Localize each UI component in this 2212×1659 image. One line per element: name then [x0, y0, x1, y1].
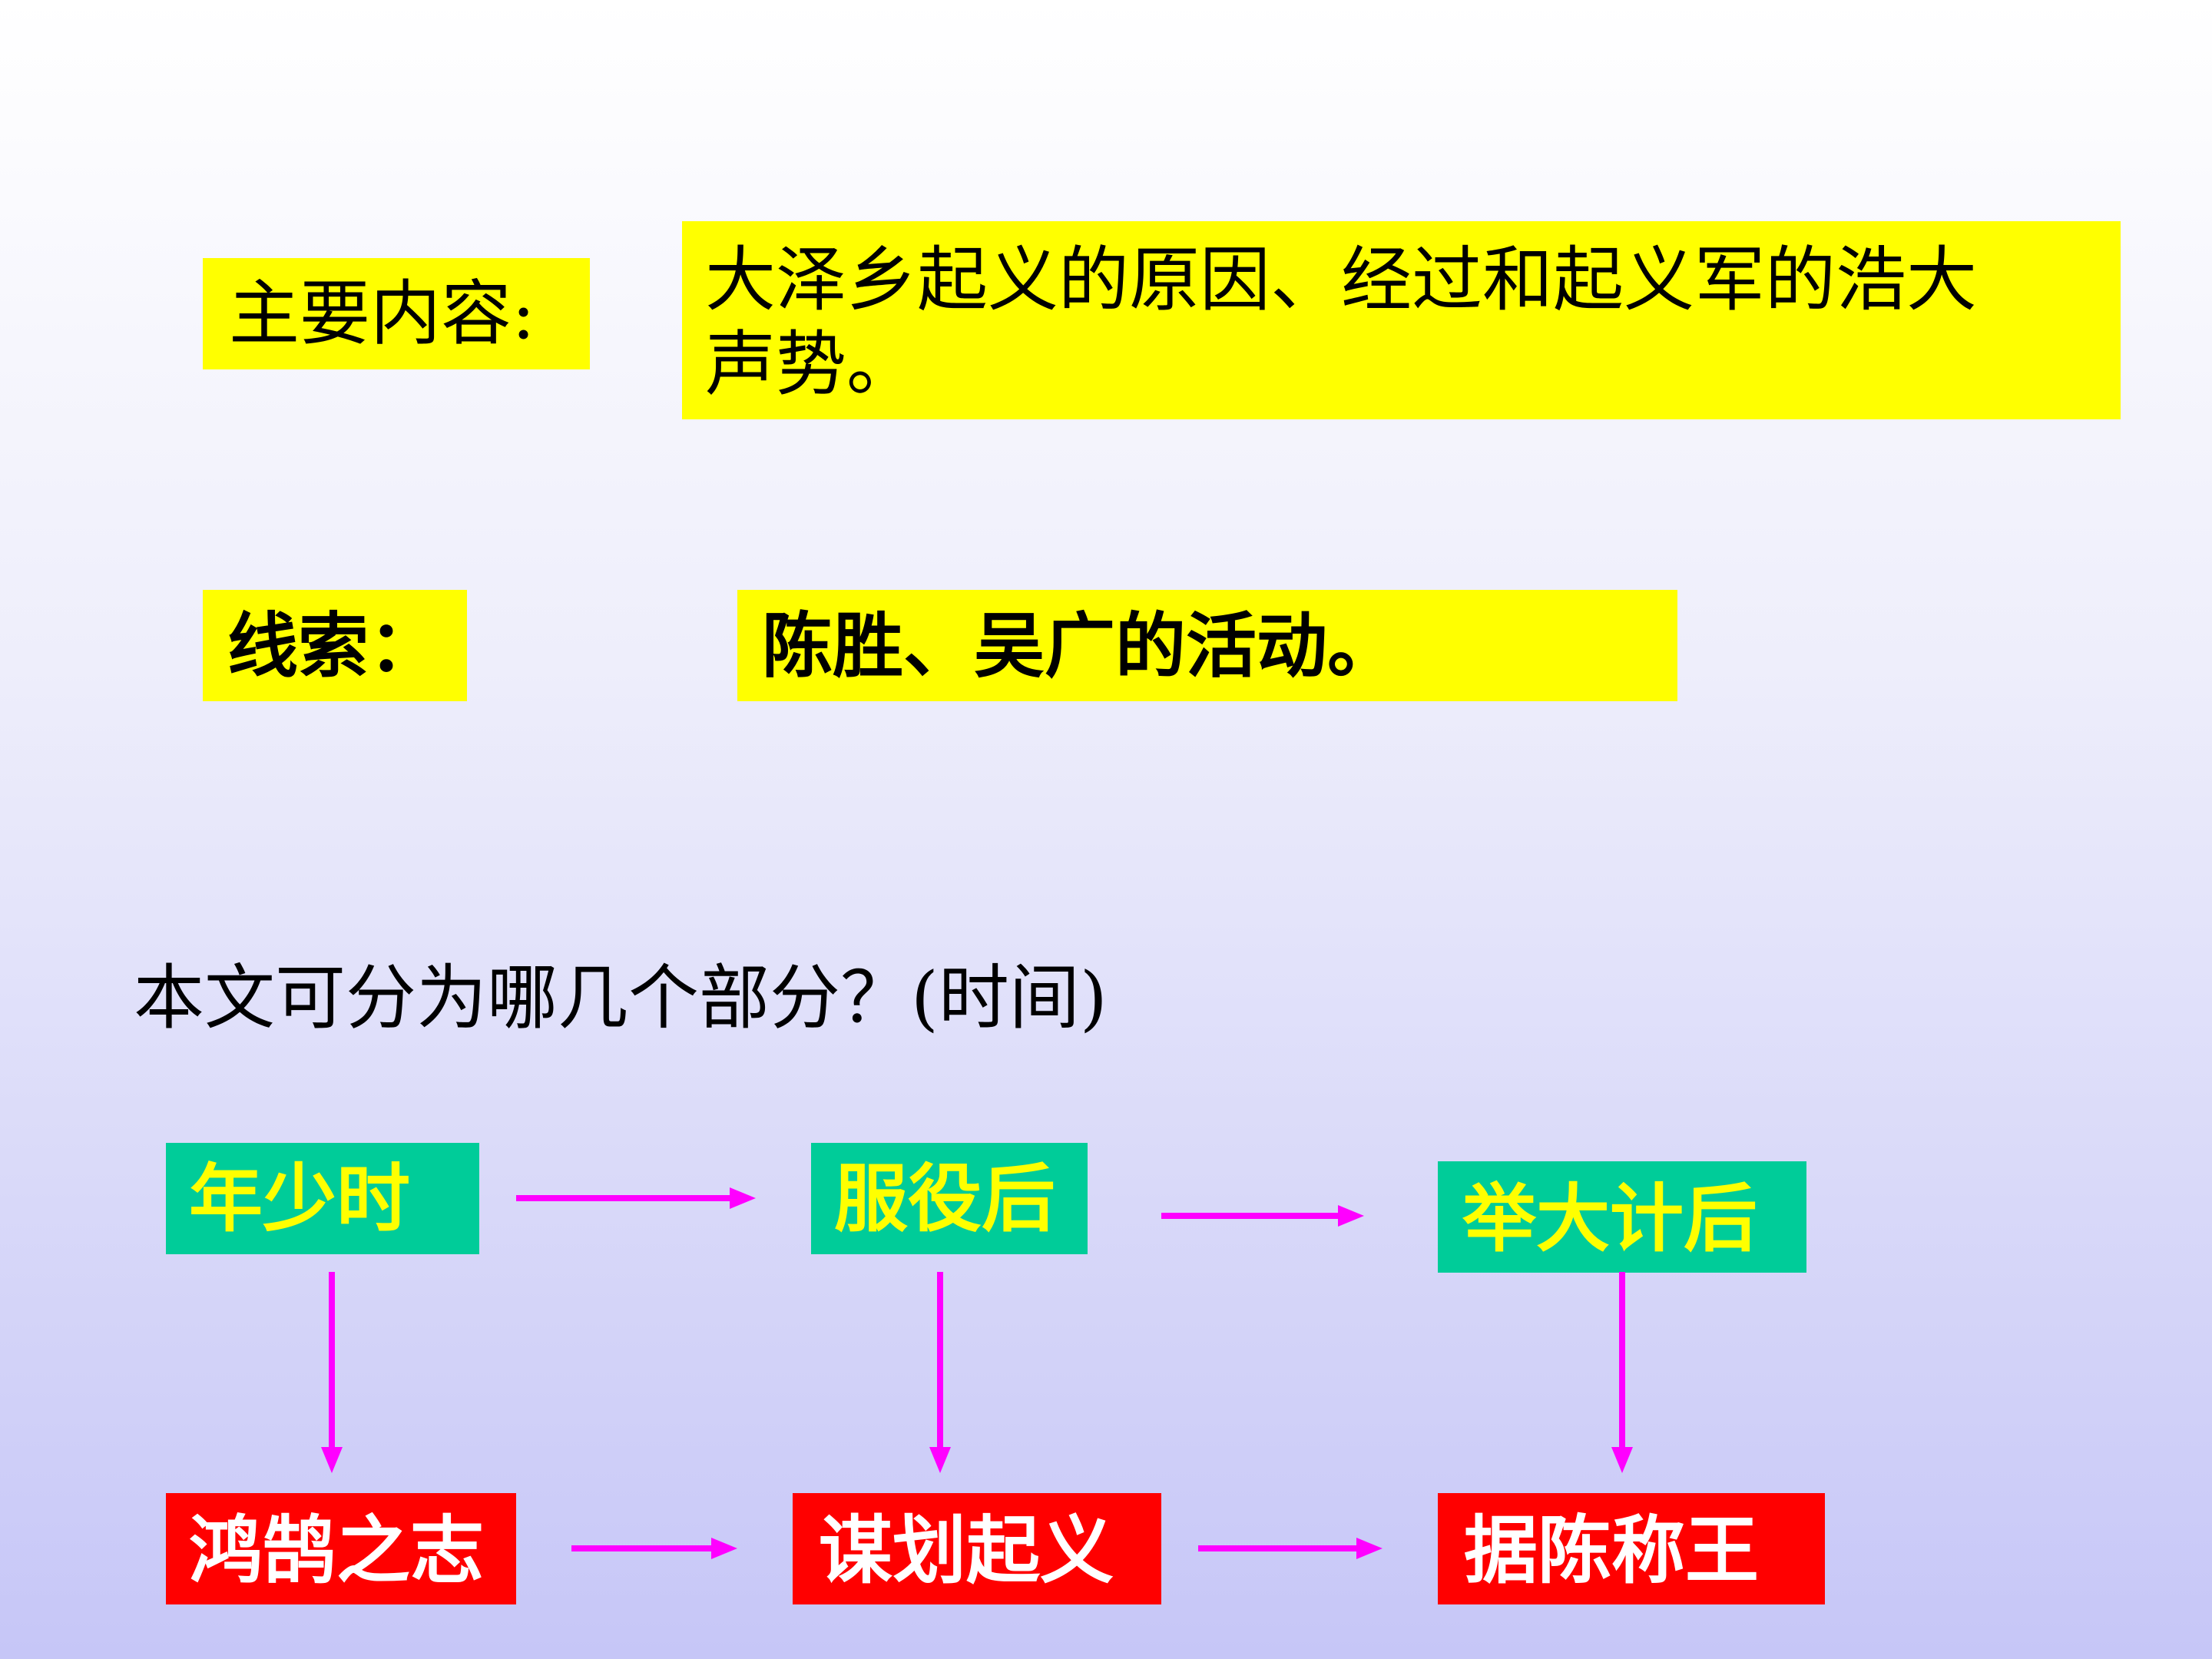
arrow-youth-to-ambition [321, 1272, 343, 1473]
flow-event-king: 据陈称王 [1438, 1493, 1825, 1604]
arrow-uprising-to-king [1611, 1272, 1633, 1473]
main-content-text-line2: 声势。 [705, 323, 918, 406]
arrow-youth-to-service [516, 1187, 756, 1209]
main-content-text-line1: 大泽乡起义的原因、经过和起义军的浩大 [705, 239, 1978, 321]
main-content-text-box: 大泽乡起义的原因、经过和起义军的浩大 声势。 [682, 221, 2121, 419]
question-text: 本文可分为哪几个部分？(时间) [134, 957, 1108, 1039]
flow-event-ambition-label: 鸿鹄之志 [189, 1507, 484, 1594]
arrow-service-to-plan [929, 1272, 951, 1473]
flow-event-plan: 谋划起义 [793, 1493, 1161, 1604]
flow-time-uprising: 举大计后 [1438, 1161, 1806, 1273]
flow-event-king-label: 据陈称王 [1464, 1507, 1759, 1594]
flow-time-youth-label: 年少时 [189, 1155, 410, 1242]
flow-time-youth: 年少时 [166, 1143, 479, 1254]
clue-text-box: 陈胜、吴广的活动。 [737, 590, 1677, 701]
arrow-plan-to-king [1198, 1538, 1382, 1559]
main-content-label-box: 主要内容: [203, 258, 590, 369]
clue-text: 陈胜、吴广的活动。 [762, 604, 1399, 687]
main-content-label: 主要内容: [229, 273, 535, 355]
clue-label: 线索： [227, 604, 440, 687]
flow-time-service-label: 服役后 [834, 1155, 1055, 1242]
flow-event-ambition: 鸿鹄之志 [166, 1493, 516, 1604]
arrow-ambition-to-plan [571, 1538, 737, 1559]
flow-event-plan-label: 谋划起义 [819, 1507, 1114, 1594]
flow-time-service: 服役后 [811, 1143, 1088, 1254]
clue-label-box: 线索： [203, 590, 467, 701]
flow-time-uprising-label: 举大计后 [1462, 1175, 1757, 1262]
arrow-service-to-uprising [1161, 1205, 1364, 1227]
